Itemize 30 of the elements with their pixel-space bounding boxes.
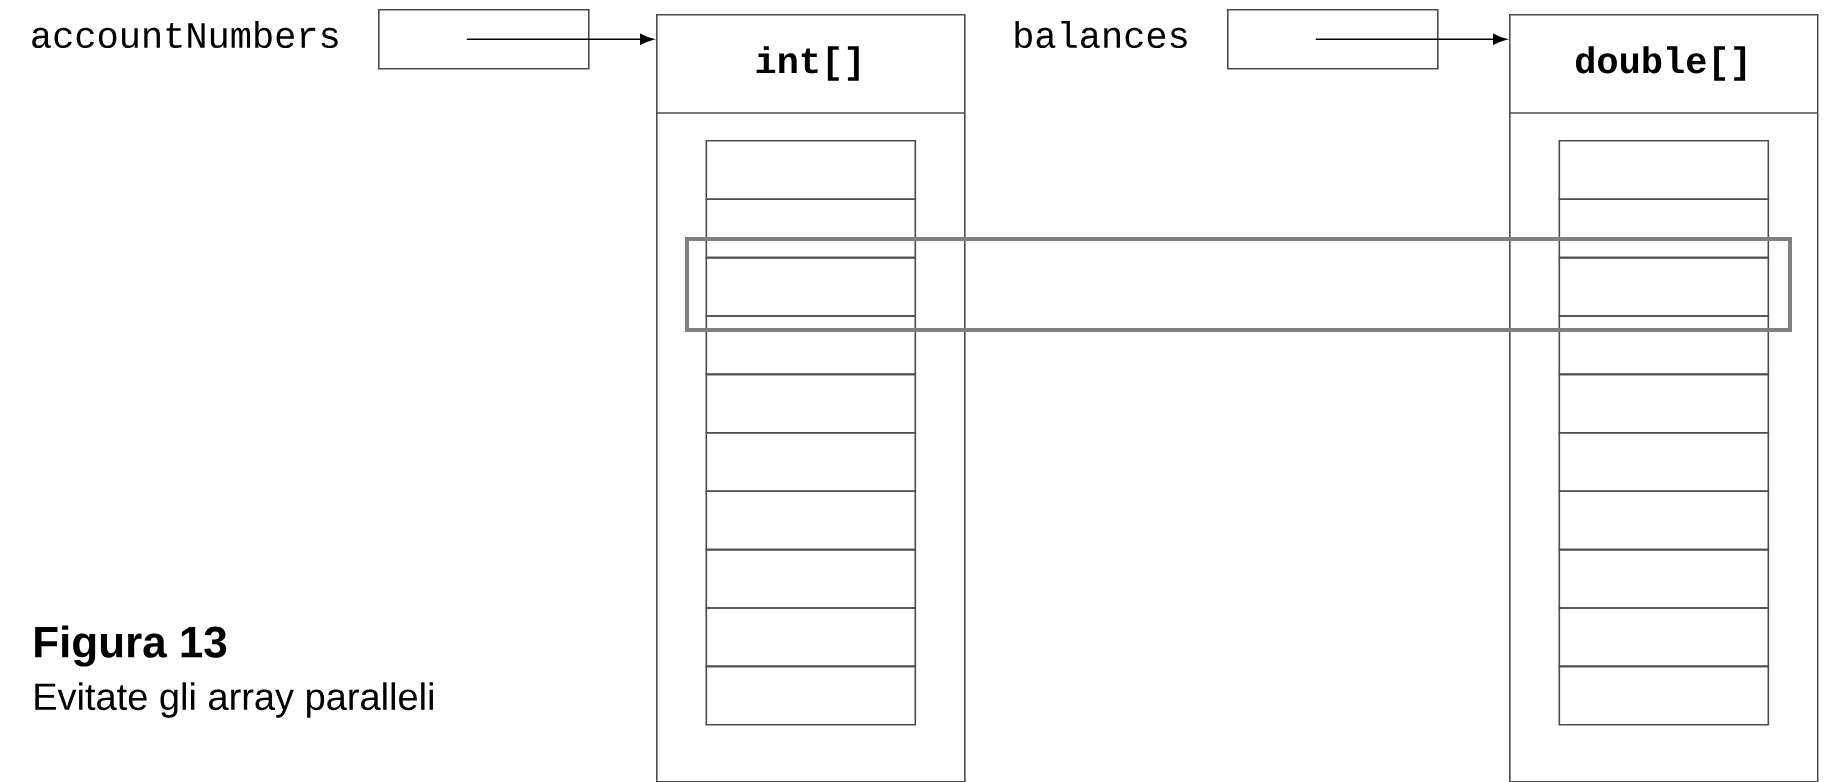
array-cell (705, 607, 917, 668)
array-cell (1558, 140, 1770, 200)
reference-box (1227, 9, 1439, 70)
array-cell (705, 373, 917, 434)
array-cell (1558, 315, 1770, 376)
array-cell (1558, 256, 1770, 317)
array-cell (1558, 490, 1770, 551)
arrow (1315, 33, 1507, 45)
array-cell (705, 315, 917, 376)
arrow (466, 33, 654, 45)
array-cell (1558, 665, 1770, 726)
array-cell (705, 432, 917, 492)
array-cell (705, 665, 917, 726)
reference-box (378, 9, 590, 70)
array-cell (705, 548, 917, 609)
array-box: int[] (655, 14, 966, 782)
variable-name: accountNumbers (32, 20, 338, 49)
array-cell (1558, 432, 1770, 492)
array-cell (705, 198, 917, 259)
array-cell (705, 256, 917, 317)
array-cell (1558, 607, 1770, 668)
array-box: double[] (1508, 14, 1819, 782)
array-cell (1558, 198, 1770, 259)
variable-name: balances (1015, 20, 1187, 49)
array-cell (1558, 548, 1770, 609)
array-cell (705, 490, 917, 551)
array-cell (1558, 373, 1770, 434)
figure-caption: Evitate gli array paralleli (35, 682, 433, 718)
array-cell (705, 140, 917, 200)
figure-title: Figura 13 (35, 625, 227, 667)
